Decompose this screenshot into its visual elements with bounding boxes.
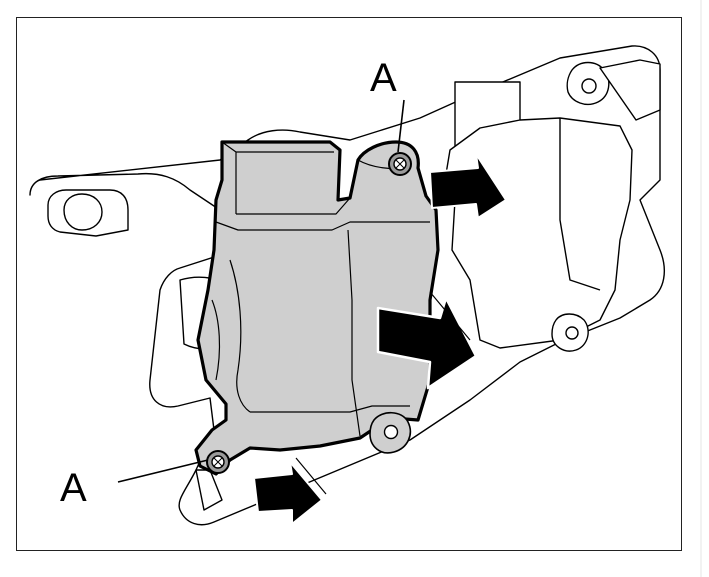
page-edge — [700, 0, 702, 577]
callout-label-bottom: A — [60, 466, 87, 510]
bolt-icon-bottom — [206, 450, 230, 474]
adjacent-housing — [444, 59, 661, 352]
figure-frame — [16, 17, 682, 551]
callout-leaders — [117, 99, 405, 483]
main-component — [194, 140, 440, 476]
arrow-right-icon-bottom — [253, 457, 327, 525]
callout-label-top: A — [370, 56, 397, 100]
arrow-right-icon-middle — [376, 291, 478, 390]
arrow-right-icon-top — [429, 153, 507, 219]
bolt-icon-top — [388, 152, 412, 176]
